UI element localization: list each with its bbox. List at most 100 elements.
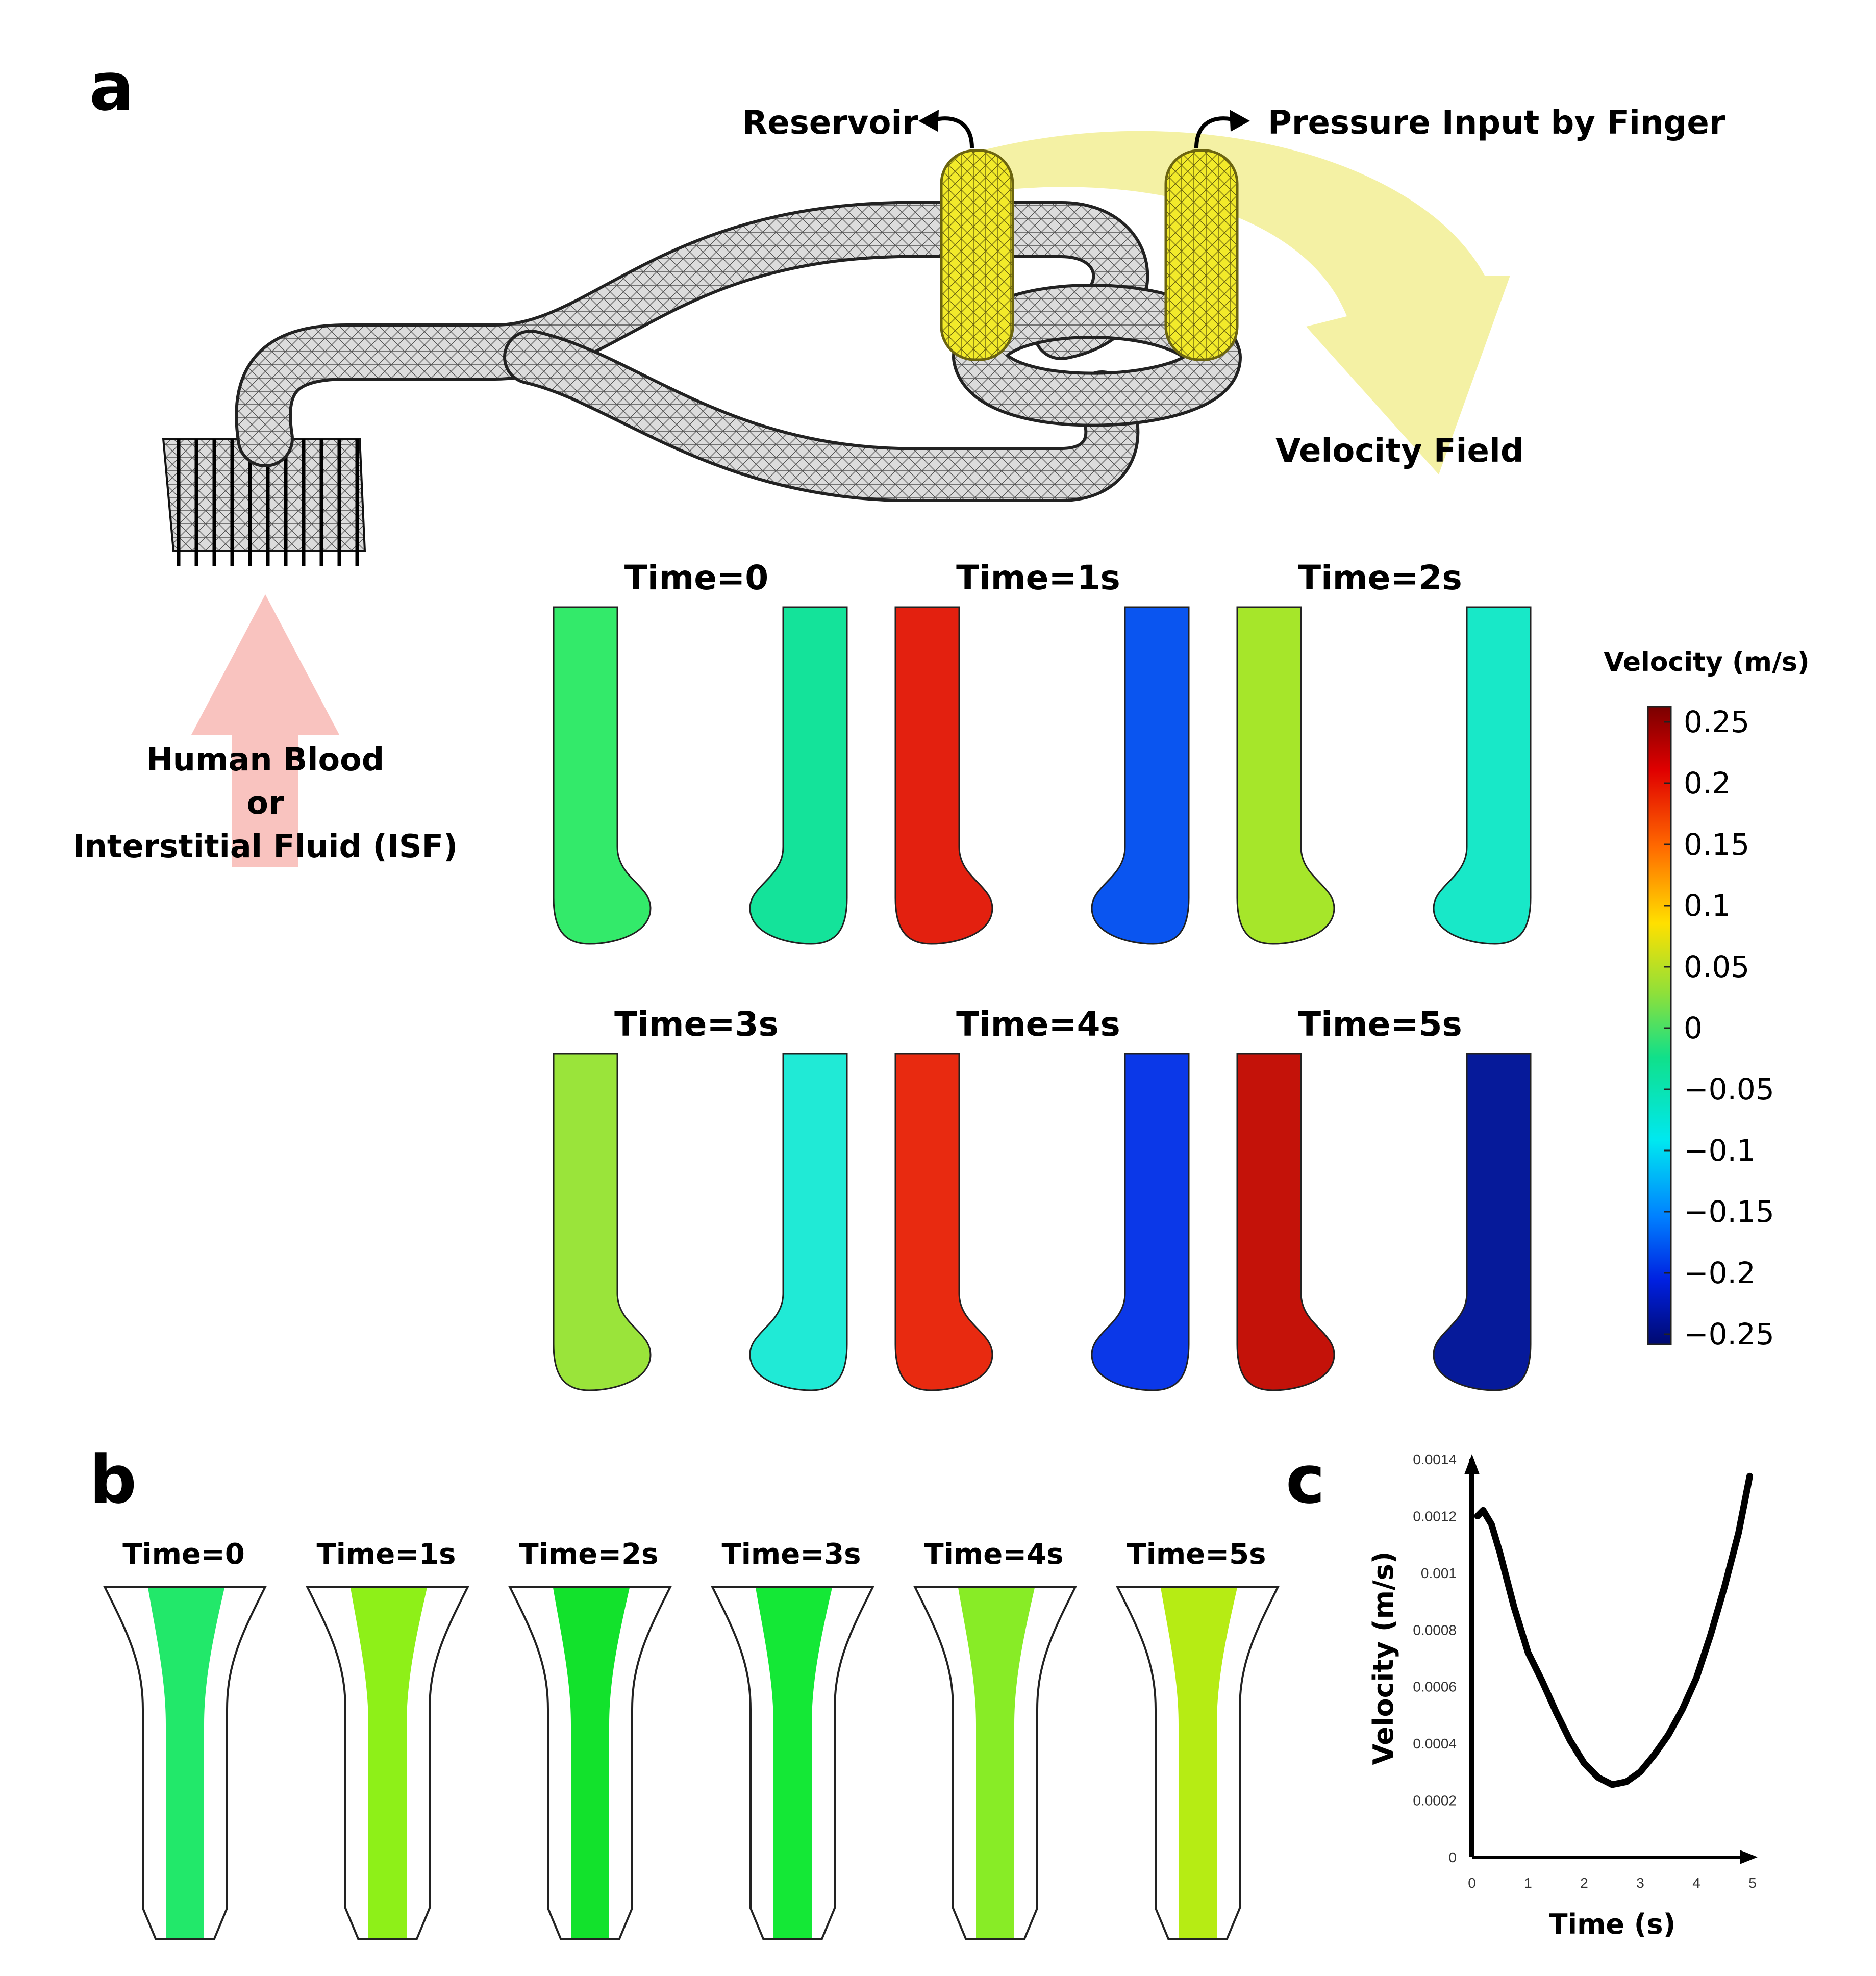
- microneedle-array: [162, 438, 366, 566]
- pressure-input-label: Pressure Input by Finger: [1268, 104, 1725, 142]
- left-tube-field: [1236, 606, 1335, 945]
- needle-frame-label: Time=4s: [924, 1538, 1064, 1571]
- right-tube-field: [749, 1053, 848, 1391]
- needle-frames: Time=0 Time=1s Time=2s Time=3s Time=4s Time=5…: [103, 1538, 1280, 1940]
- needle-frame: Time=3s: [710, 1538, 875, 1940]
- velocity-frame-label: Time=0: [624, 558, 768, 597]
- panel-label-a: a: [89, 48, 134, 126]
- needle-frame: Time=1s: [305, 1538, 470, 1940]
- y-tick-label: 0.0006: [1413, 1679, 1457, 1695]
- velocity-frame-label: Time=5s: [1298, 1005, 1462, 1044]
- colorbar-tick-label: 0.05: [1684, 949, 1749, 984]
- velocity-frame: Time=5s: [1236, 1005, 1532, 1391]
- colorbar-tick-label: 0.2: [1684, 766, 1731, 801]
- colorbar-tick-label: 0: [1684, 1011, 1703, 1045]
- needle-frame-label: Time=2s: [519, 1538, 659, 1571]
- chart-ticks: 0 1 2 3 4 5 0 0.0002 0.0004 0.0006 0.0008 0.001 0.00…: [1413, 1452, 1756, 1891]
- fluid-label-line-3: Interstitial Fluid (ISF): [73, 828, 458, 865]
- velocity-time-chart: Time (s) Velocity (m/s) 0 1 2 3 4 5 0 0.0002 0.0…: [1367, 1452, 1758, 1940]
- colorbar-tick-label: 0.25: [1684, 705, 1749, 739]
- x-axis-arrowhead: [1740, 1850, 1758, 1864]
- needle-fluid: [756, 1588, 832, 1938]
- right-tube-field: [1433, 606, 1532, 945]
- velocity-frame: Time=4s: [894, 1005, 1190, 1391]
- y-tick-label: 0.0002: [1413, 1793, 1457, 1809]
- y-tick-label: 0.0008: [1413, 1622, 1457, 1638]
- fluid-label-line-1: Human Blood: [146, 741, 384, 778]
- velocity-frame-label: Time=1s: [956, 558, 1120, 597]
- velocity-frame: Time=0: [553, 558, 848, 945]
- velocity-frame-label: Time=2s: [1298, 558, 1462, 597]
- y-tick-label: 0.001: [1421, 1565, 1457, 1581]
- right-tube-field: [749, 606, 848, 945]
- colorbar-tick-label: −0.25: [1684, 1317, 1774, 1352]
- y-tick-label: 0.0004: [1413, 1736, 1457, 1752]
- fluid-input-arrow: [191, 594, 339, 867]
- colorbar-gradient: [1647, 706, 1672, 1345]
- velocity-frame: Time=3s: [553, 1005, 848, 1391]
- needle-frame-label: Time=1s: [317, 1538, 456, 1571]
- y-axis-arrowhead: [1464, 1454, 1480, 1474]
- x-tick-label: 1: [1524, 1875, 1532, 1891]
- needle-frame-label: Time=0: [122, 1538, 245, 1571]
- pressure-pointer-arrow: [1194, 116, 1235, 148]
- y-tick-label: 0.0012: [1413, 1508, 1457, 1524]
- x-tick-label: 2: [1580, 1875, 1588, 1891]
- velocity-frame-label: Time=4s: [956, 1005, 1120, 1044]
- needle-fluid: [1161, 1588, 1237, 1938]
- pressure-pointer-head: [1230, 110, 1250, 132]
- left-tube-field: [894, 606, 993, 945]
- needle-frame: Time=0: [103, 1538, 267, 1940]
- colorbar-tick-label: 0.15: [1684, 827, 1749, 862]
- reservoir-pointer-arrow: [933, 116, 974, 148]
- colorbar-tick-label: −0.15: [1684, 1194, 1774, 1229]
- left-tube-field: [553, 1053, 652, 1391]
- velocity-field-arrow: [954, 131, 1510, 474]
- colorbar-tick-label: −0.1: [1684, 1133, 1756, 1168]
- left-tube-field: [553, 606, 652, 945]
- x-tick-label: 3: [1636, 1875, 1644, 1891]
- pressure-input-tube: [1164, 149, 1239, 361]
- reservoir-label: Reservoir: [742, 104, 918, 142]
- y-tick-label: 0.0014: [1413, 1452, 1457, 1467]
- meshed-channel-network: [235, 201, 1242, 502]
- velocity-frame: Time=2s: [1236, 558, 1532, 945]
- chart-series-line: [1474, 1472, 1753, 1788]
- x-tick-label: 4: [1692, 1875, 1700, 1891]
- needle-frame: Time=4s: [913, 1538, 1078, 1940]
- y-tick-label: 0: [1448, 1849, 1457, 1865]
- needle-frame-label: Time=3s: [722, 1538, 861, 1571]
- reservoir-pointer-head: [918, 110, 939, 132]
- left-tube-field: [1236, 1053, 1335, 1391]
- colorbar-tick-label: −0.05: [1684, 1072, 1774, 1107]
- velocity-colorbar: Velocity (m/s) 0.25 0.2 0.15 0.1 0.05 0 −0.05 −…: [1604, 647, 1809, 1352]
- chart-x-label: Time (s): [1549, 1908, 1676, 1940]
- colorbar-tick-label: 0.1: [1684, 888, 1731, 923]
- needle-frame-label: Time=5s: [1127, 1538, 1266, 1571]
- chart-y-label: Velocity (m/s): [1367, 1552, 1399, 1765]
- reservoir-tube: [940, 149, 1014, 361]
- velocity-frame-label: Time=3s: [614, 1005, 779, 1044]
- needle-fluid: [351, 1588, 427, 1938]
- panel-label-c: c: [1286, 1441, 1325, 1518]
- needle-frame: Time=5s: [1115, 1538, 1280, 1940]
- needle-fluid: [148, 1588, 224, 1938]
- colorbar-tick-label: −0.2: [1684, 1256, 1756, 1290]
- colorbar-ticks: 0.25 0.2 0.15 0.1 0.05 0 −0.05 −0.1 −0.15 −0.2 −0.…: [1664, 705, 1774, 1352]
- x-tick-label: 0: [1468, 1875, 1476, 1891]
- velocity-field-label: Velocity Field: [1275, 432, 1524, 470]
- right-tube-field: [1091, 1053, 1190, 1391]
- left-tube-field: [894, 1053, 993, 1391]
- needle-frame: Time=2s: [508, 1538, 672, 1940]
- velocity-frame: Time=1s: [894, 558, 1190, 945]
- right-tube-field: [1433, 1053, 1532, 1391]
- x-tick-label: 5: [1748, 1875, 1757, 1891]
- panel-label-b: b: [89, 1441, 137, 1518]
- needle-fluid: [958, 1588, 1035, 1938]
- right-tube-field: [1091, 606, 1190, 945]
- colorbar-title: Velocity (m/s): [1604, 647, 1809, 678]
- needle-fluid: [553, 1588, 630, 1938]
- fluid-label-line-2: or: [246, 784, 284, 821]
